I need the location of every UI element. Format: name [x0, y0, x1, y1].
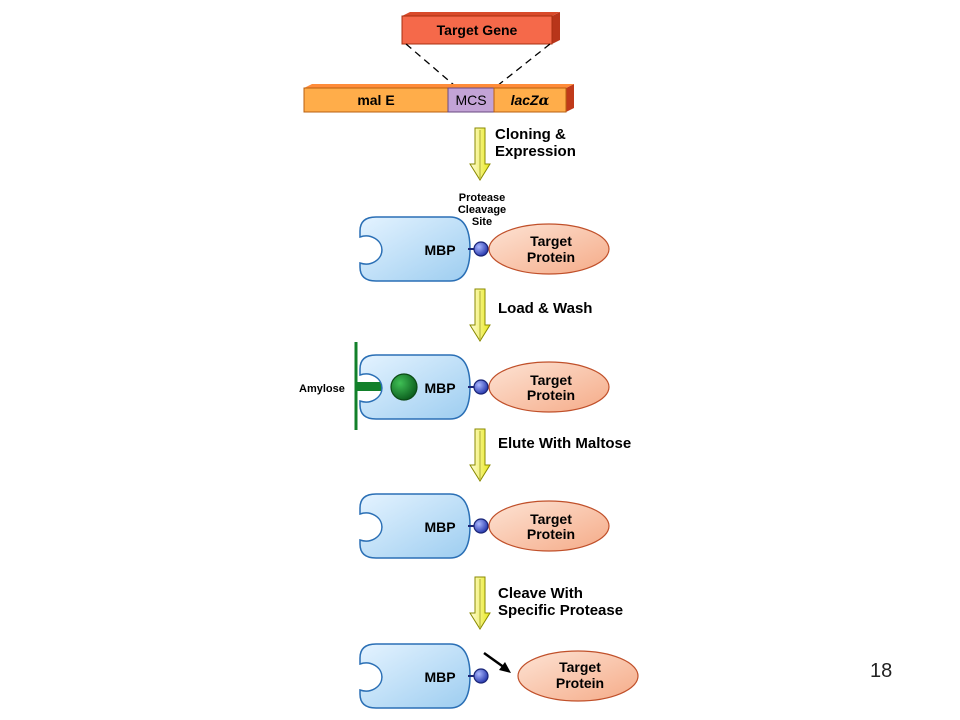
cleaved-products: MBP Target Protein [359, 643, 639, 709]
target-label-line2: Protein [556, 675, 604, 691]
plasmid-construct: mal E MCS lacZα [303, 84, 574, 113]
release-arrowhead [499, 662, 511, 673]
protease-label-line1: Protease [459, 192, 505, 204]
arrow-cloning [469, 127, 491, 181]
mbp-label: MBP [424, 669, 455, 685]
cleavage-site [473, 241, 489, 257]
mbp-label: MBP [424, 242, 455, 258]
fusion-protein-eluted: MBP Target Protein [359, 493, 610, 559]
target-label-line1: Target [559, 659, 601, 675]
lacz-segment [493, 87, 567, 113]
cleavage-site [473, 379, 489, 395]
mal-e-segment [303, 87, 449, 113]
maltose-bead [390, 373, 418, 401]
arrow-elute [469, 428, 491, 482]
target-gene-box: Target Gene [401, 12, 560, 45]
target-label-line2: Protein [527, 526, 575, 542]
step-cleave-line1: Cleave With [498, 585, 583, 602]
step-load-wash: Load & Wash [498, 300, 592, 317]
target-gene-label: Target Gene [437, 22, 518, 38]
step-elute: Elute With Maltose [498, 435, 631, 452]
arrow-cleave [469, 576, 491, 630]
fusion-protein-expressed: MBP Target Protein [359, 216, 610, 282]
target-label-line1: Target [530, 372, 572, 388]
step-cloning-line1: Cloning & [495, 126, 566, 143]
mbp-label: MBP [424, 519, 455, 535]
insert-line-right [496, 43, 551, 87]
target-label-line1: Target [530, 233, 572, 249]
target-label-line2: Protein [527, 387, 575, 403]
protease-label-line3: Site [472, 216, 492, 228]
amylose-stalk [356, 382, 402, 391]
release-arrow [483, 651, 506, 670]
insert-line-left [405, 43, 456, 87]
mal-e-label: mal E [357, 92, 394, 108]
cleavage-site [473, 518, 489, 534]
arrow-load-wash [469, 288, 491, 342]
target-label-line2: Protein [527, 249, 575, 265]
page-number: 18 [870, 660, 893, 682]
lacz-label: lacZα [511, 92, 550, 109]
cleavage-site [473, 668, 489, 684]
target-label-line1: Target [530, 511, 572, 527]
mcs-segment [447, 87, 495, 113]
mcs-label: MCS [455, 92, 486, 108]
mbp-label: MBP [424, 380, 455, 396]
fusion-protein-bound: Amylose MBP Target Protein [299, 342, 610, 430]
step-cloning-line2: Expression [495, 143, 576, 160]
step-cleave-line2: Specific Protease [498, 602, 623, 619]
amylose-label: Amylose [299, 383, 345, 395]
protease-label-line2: Cleavage [458, 204, 506, 216]
